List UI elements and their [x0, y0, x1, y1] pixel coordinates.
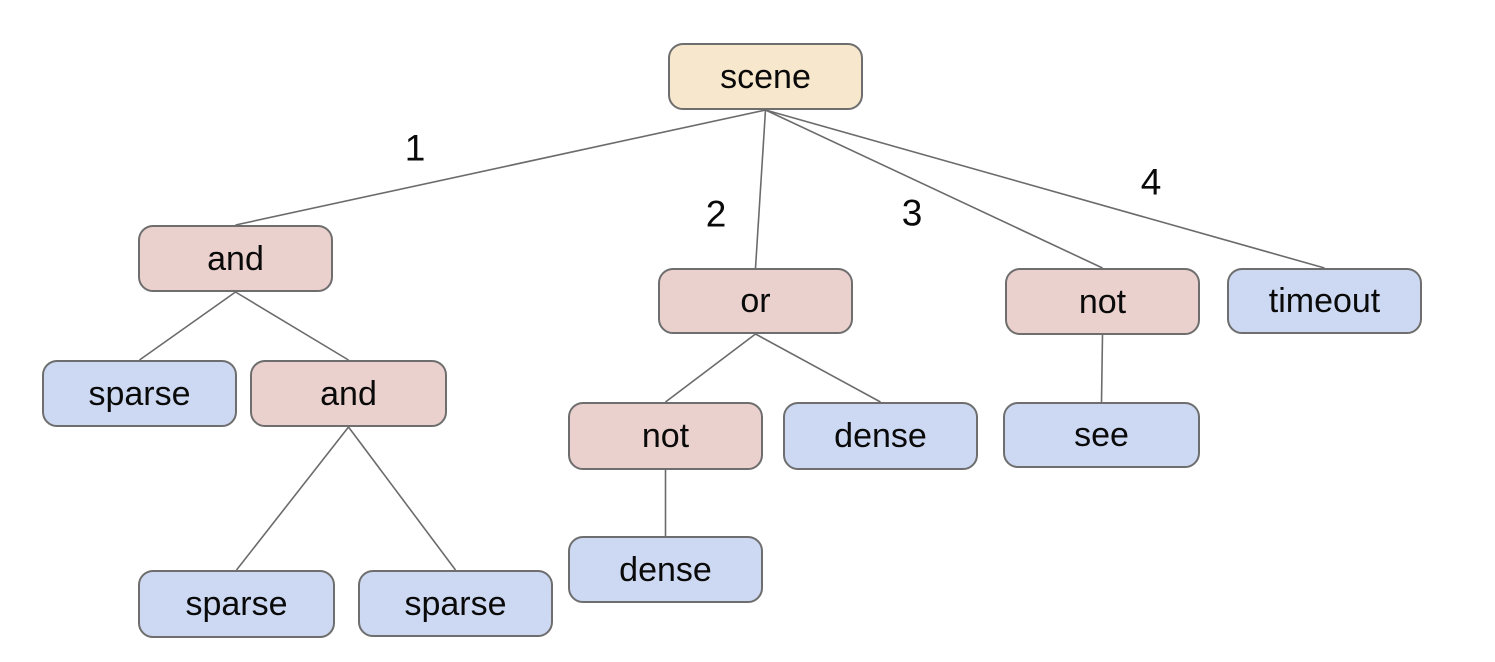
node-label-dense1: dense — [834, 417, 927, 455]
edge-and1-sparse1 — [139, 291, 236, 361]
node-not1: not — [1005, 268, 1200, 335]
node-or1: or — [658, 268, 853, 334]
node-label-not1: not — [1078, 282, 1127, 321]
edge-not1-see1 — [1100, 334, 1104, 403]
node-label-dense2: dense — [619, 550, 712, 589]
node-dense2: dense — [568, 536, 763, 603]
node-label-not2: not — [641, 417, 690, 455]
node-label-and1: and — [207, 239, 264, 278]
node-and1: and — [138, 225, 333, 292]
node-label-scene: scene — [720, 57, 811, 96]
edge-or1-dense1 — [755, 333, 881, 403]
node-label-sparse2: sparse — [185, 585, 288, 623]
edge-and2-sparse2 — [235, 426, 350, 571]
edge-label-4: 4 — [1140, 161, 1162, 203]
edge-scene-timeout1 — [765, 109, 1325, 269]
node-label-and2: and — [320, 374, 377, 413]
node-scene: scene — [668, 43, 863, 110]
node-label-timeout1: timeout — [1268, 282, 1381, 320]
node-timeout1: timeout — [1227, 268, 1422, 334]
node-sparse1: sparse — [42, 360, 237, 427]
edge-label-3: 3 — [901, 192, 923, 234]
node-and2: and — [250, 360, 447, 427]
edge-scene-or1 — [754, 109, 767, 269]
edge-and1-and2 — [235, 291, 349, 361]
node-see1: see — [1003, 402, 1200, 468]
edge-label-1: 1 — [404, 127, 426, 169]
node-label-sparse3: sparse — [404, 584, 507, 623]
node-sparse2: sparse — [138, 570, 335, 638]
edge-label-2: 2 — [705, 193, 727, 235]
edge-and2-sparse3 — [347, 426, 457, 571]
node-not2: not — [568, 402, 763, 470]
edge-scene-not1 — [765, 109, 1103, 269]
edge-or1-not2 — [665, 333, 756, 403]
node-sparse3: sparse — [358, 570, 553, 637]
node-label-or1: or — [740, 282, 771, 320]
node-label-sparse1: sparse — [88, 374, 191, 413]
edge-scene-and1 — [235, 109, 766, 226]
node-dense1: dense — [783, 402, 978, 470]
node-label-see1: see — [1074, 416, 1129, 454]
